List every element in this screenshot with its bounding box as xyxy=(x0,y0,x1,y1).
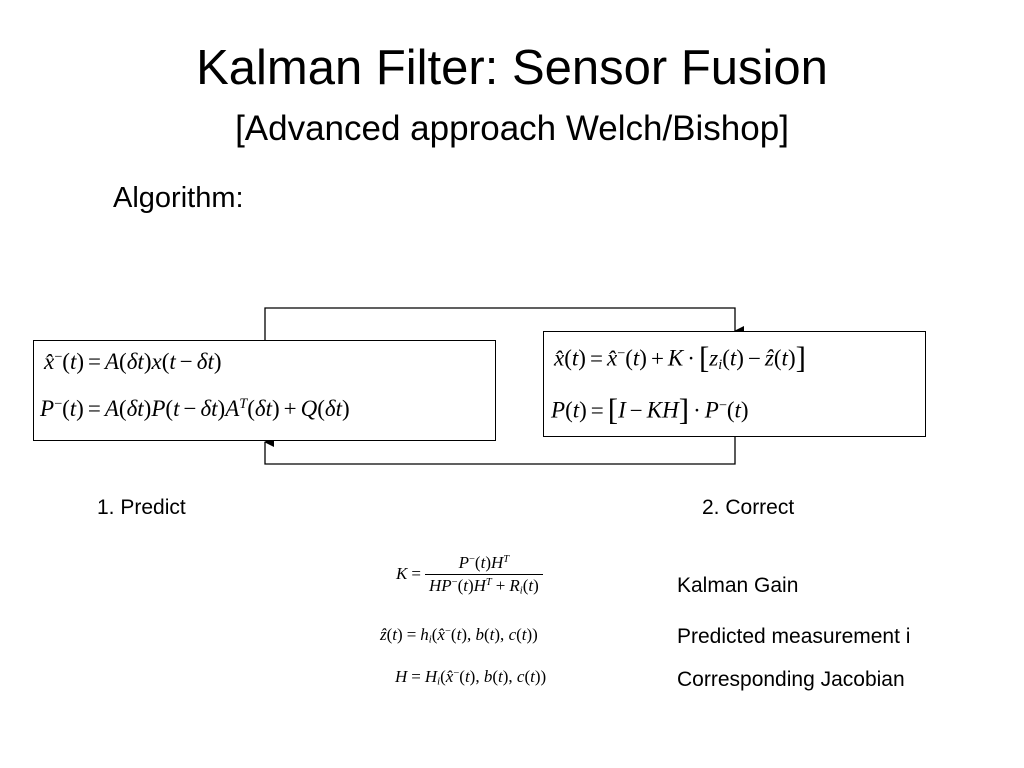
correct-equations-box: x̂(t)=x̂−(t)+K·[zi(t)−ẑ(t)] P(t)=[I−KH]·… xyxy=(543,331,926,437)
slide-title: Kalman Filter: Sensor Fusion xyxy=(196,41,828,95)
predicted-measurement-description: Predicted measurement i xyxy=(677,625,911,648)
predict-step-label: 1. Predict xyxy=(97,496,186,519)
predict-state-equation: x̂−(t)=A(δt)x(t−δt) xyxy=(44,349,222,374)
predict-covariance-equation: P−(t)=A(δt)P(t−δt)AT(δt)+Q(δt) xyxy=(40,396,350,421)
predict-equations-box: x̂−(t)=A(δt)x(t−δt) P−(t)=A(δt)P(t−δt)AT… xyxy=(33,340,496,441)
correct-to-predict-arrow xyxy=(264,436,736,465)
correct-covariance-equation: P(t)=[I−KH]·P−(t) xyxy=(551,392,749,427)
jacobian-formula: H=Hi(x̂−(t), b(t), c(t)) xyxy=(395,667,547,688)
predict-to-correct-arrow xyxy=(264,307,744,340)
kalman-gain-description: Kalman Gain xyxy=(677,574,799,597)
jacobian-description: Corresponding Jacobian xyxy=(677,668,905,691)
algorithm-label: Algorithm: xyxy=(113,182,244,214)
slide-subtitle: [Advanced approach Welch/Bishop] xyxy=(235,109,789,148)
correct-step-label: 2. Correct xyxy=(702,496,795,519)
predicted-measurement-formula: ẑ(t)=hi(x̂−(t), b(t), c(t)) xyxy=(380,625,538,646)
correct-state-equation: x̂(t)=x̂−(t)+K·[zi(t)−ẑ(t)] xyxy=(554,340,806,375)
